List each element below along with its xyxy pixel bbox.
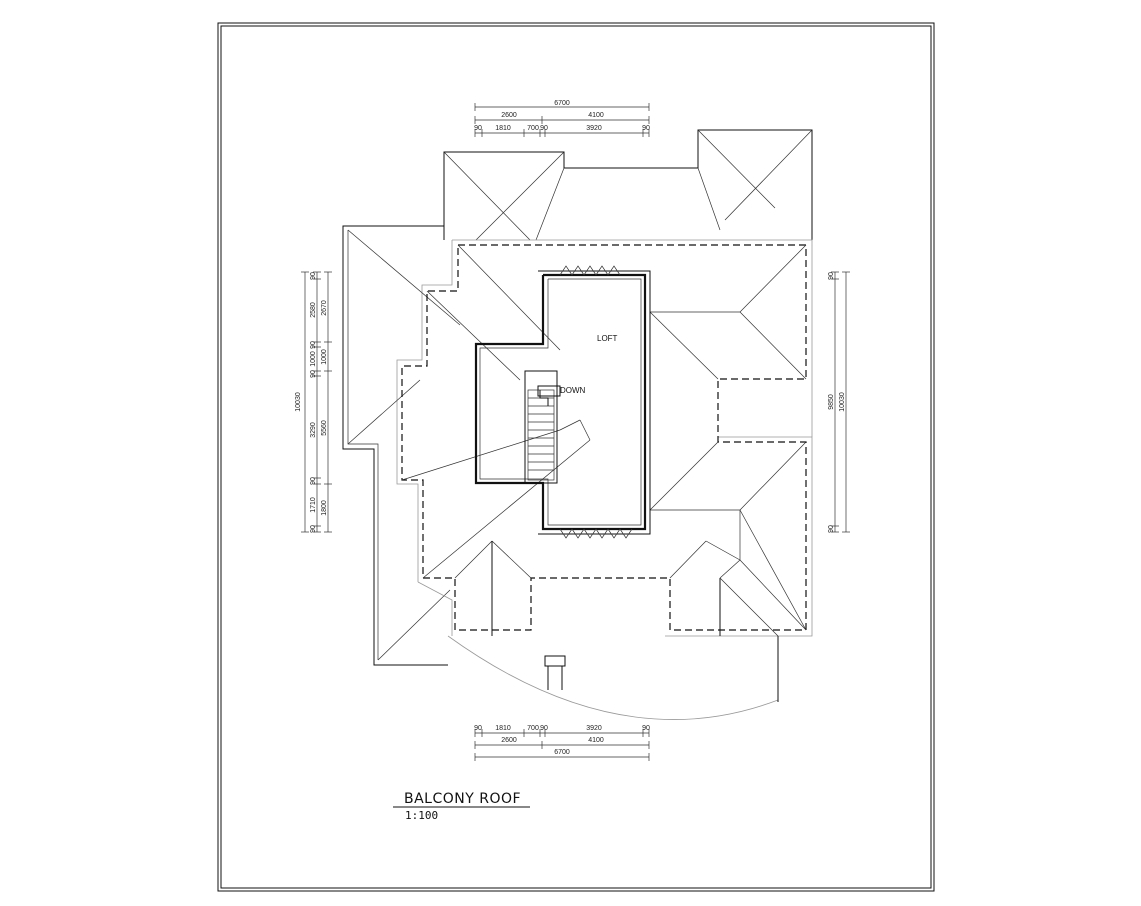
dim-bottom-detail-5: 3920 <box>586 725 602 732</box>
dim-bottom-detail-1: 90 <box>474 725 482 732</box>
dim-bottom-detail-6: 90 <box>642 725 650 732</box>
dim-left-detail-5: 90 <box>310 370 317 378</box>
dim-left-detail-9: 90 <box>310 525 317 533</box>
dim-bottom-detail-3: 700 <box>527 725 539 732</box>
dim-left-mid-2: 1000 <box>321 349 328 365</box>
loft-window-bottom <box>559 528 633 539</box>
dim-top-mid-1: 2600 <box>501 112 517 119</box>
dim-right-mid: 9850 <box>828 394 835 410</box>
dim-bottom-mid-2: 4100 <box>588 737 604 744</box>
left-dimension-lines <box>301 271 332 533</box>
roof-lower-bays <box>454 540 807 637</box>
dim-left-detail-1: 90 <box>310 272 317 280</box>
loft-window-top <box>559 265 621 276</box>
sheet-inner-border <box>220 25 932 889</box>
room-label-stair: DOWN <box>560 386 586 395</box>
dim-left-detail-7: 90 <box>310 477 317 485</box>
dim-bottom-total: 6700 <box>554 749 570 756</box>
dim-top-mid-2: 4100 <box>588 112 604 119</box>
dim-left-detail-2: 2580 <box>310 302 317 318</box>
dim-bottom-detail-2: 1810 <box>495 725 511 732</box>
dim-top-detail-3: 700 <box>527 125 539 132</box>
dim-top-total: 6700 <box>554 100 570 107</box>
dim-top-detail-1: 90 <box>474 125 482 132</box>
stair <box>524 370 561 484</box>
dim-right-total: 10030 <box>839 392 846 412</box>
drawing-scale: 1:100 <box>405 809 438 822</box>
roof-eave-dashed-line <box>401 244 807 631</box>
roof-hip-top-left <box>443 129 813 241</box>
dim-top-detail-6: 90 <box>642 125 650 132</box>
loft-walls <box>474 270 651 535</box>
balcony-curve <box>447 635 779 720</box>
room-label-loft: LOFT <box>597 334 618 343</box>
dim-left-detail-4: 1000 <box>310 351 317 367</box>
roof-outer-outline <box>342 225 813 666</box>
balcony-post <box>544 655 566 667</box>
dim-left-detail-8: 1710 <box>310 497 317 513</box>
sheet-outer-border <box>217 22 935 892</box>
dim-left-detail-3: 90 <box>310 341 317 349</box>
dim-bottom-detail-4: 90 <box>540 725 548 732</box>
dim-right-end-top: 90 <box>828 272 835 280</box>
bottom-dimension-lines <box>474 729 650 761</box>
dim-left-mid-3: 5560 <box>321 420 328 436</box>
top-dimension-lines <box>474 103 650 137</box>
dim-left-total: 10030 <box>295 392 302 412</box>
dim-bottom-mid-1: 2600 <box>501 737 517 744</box>
dim-top-detail-2: 1810 <box>495 125 511 132</box>
right-dimension-lines <box>831 271 850 533</box>
drawing-title: BALCONY ROOF <box>404 791 521 807</box>
roof-hip-lines <box>401 244 807 631</box>
dim-left-mid-1: 2670 <box>321 300 328 316</box>
dim-left-detail-6: 3290 <box>310 422 317 438</box>
dim-right-end-bottom: 90 <box>828 525 835 533</box>
dim-left-mid-4: 1800 <box>321 500 328 516</box>
dim-top-detail-5: 3920 <box>586 125 602 132</box>
dim-top-detail-4: 90 <box>540 125 548 132</box>
